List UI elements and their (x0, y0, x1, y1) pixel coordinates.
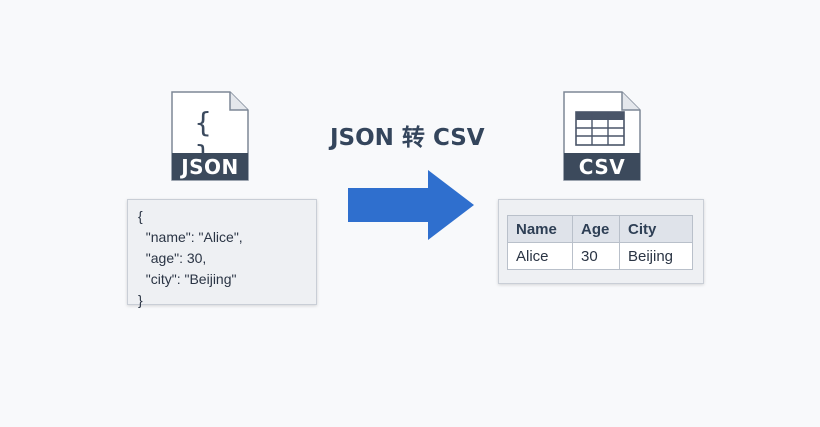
json-code-line: "city": "Beijing" (138, 271, 237, 287)
column-header-name: Name (507, 215, 573, 243)
csv-file-label: CSV (578, 154, 626, 179)
json-file-icon: { } JSON (170, 90, 250, 182)
json-code-box: { "name": "Alice", "age": 30, "city": "B… (127, 199, 317, 308)
json-code-line: "name": "Alice", (138, 229, 243, 245)
json-file-label: JSON (181, 154, 239, 179)
table-cell: Alice (507, 242, 573, 270)
conversion-arrow-icon (346, 168, 476, 246)
table-row: Alice 30 Beijing (507, 242, 693, 270)
table-cell: 30 (572, 242, 620, 270)
json-code-line: "age": 30, (138, 250, 207, 266)
csv-table-panel: Name Age City Alice 30 Beijing (498, 199, 704, 284)
diagram-title: JSON 转 CSV (330, 125, 485, 151)
csv-table: Name Age City Alice 30 Beijing (507, 215, 693, 270)
column-header-age: Age (572, 215, 620, 243)
column-header-city: City (619, 215, 693, 243)
json-code-line: { (138, 208, 143, 224)
csv-file-icon: CSV (562, 90, 642, 182)
table-header-row: Name Age City (507, 215, 693, 243)
spreadsheet-grid-icon (575, 111, 625, 146)
curly-braces-icon: { } (194, 106, 226, 172)
json-code-line: } (138, 292, 143, 308)
table-cell: Beijing (619, 242, 693, 270)
